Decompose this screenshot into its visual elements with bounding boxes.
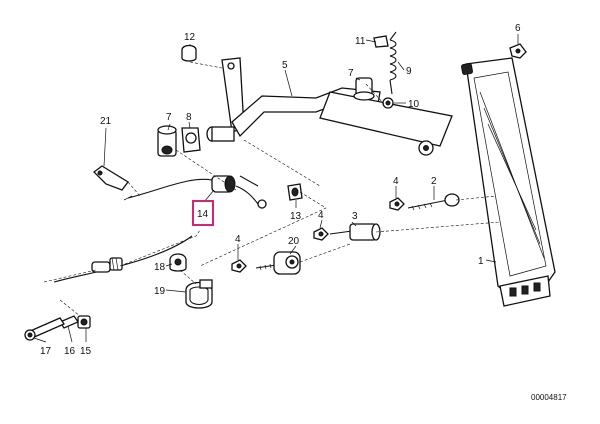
callout-18: 18 [154,262,166,273]
grommet-13 [287,183,303,201]
callout-4-middle: 4 [318,210,324,221]
callout-7-right: 7 [348,68,354,79]
callout-1: 1 [478,256,484,267]
throttle-cable-14 [123,175,267,209]
assembly-lines [43,61,501,317]
clip-8 [181,127,201,153]
callout-5: 5 [282,60,288,71]
callout-17: 17 [40,346,52,357]
spring-9 [389,31,397,95]
callout-12: 12 [184,32,196,43]
bracket-21 [93,165,129,191]
callout-2: 2 [431,176,437,187]
callout-13: 13 [290,211,302,222]
clip-11 [373,35,389,48]
callout-10: 10 [408,99,420,110]
bushing-7-left [157,125,177,157]
nut-4-middle [313,227,329,241]
callout-3: 3 [352,211,358,222]
callout-leaders [33,34,519,343]
pedal-lever-assembly [206,57,453,156]
nut-6 [509,43,527,59]
callout-7-left: 7 [166,112,172,123]
callout-20: 20 [288,236,300,247]
callout-8: 8 [186,112,192,123]
callout-15: 15 [80,346,92,357]
callout-14: 14 [197,209,209,220]
cap-12 [181,44,197,62]
callout-11: 11 [355,36,366,47]
callout-4-lower: 4 [235,234,241,245]
callout-4-upper: 4 [393,176,399,187]
callout-9: 9 [406,66,412,77]
grommet-18 [169,253,187,272]
accelerator-pedal [461,57,556,307]
nut-4-upper [389,197,405,211]
callout-21: 21 [100,116,112,127]
rod-end-20 [255,251,301,275]
link-17 [24,317,65,341]
reference-number: 00004817 [531,393,567,402]
nut-10 [382,97,394,109]
pin-16 [59,315,79,329]
callout-19: 19 [154,286,166,297]
callout-14-highlight [192,200,214,226]
callout-6: 6 [515,23,521,34]
callouts: 1 2 3 4 4 4 5 6 7 7 8 9 10 11 12 13 14 1… [40,23,521,357]
nut-4-lower [231,259,247,273]
callout-16: 16 [64,346,76,357]
bolt-3 [329,223,381,241]
washer-15 [77,315,91,329]
clamp-19 [185,279,213,309]
bolt-2 [407,193,460,211]
